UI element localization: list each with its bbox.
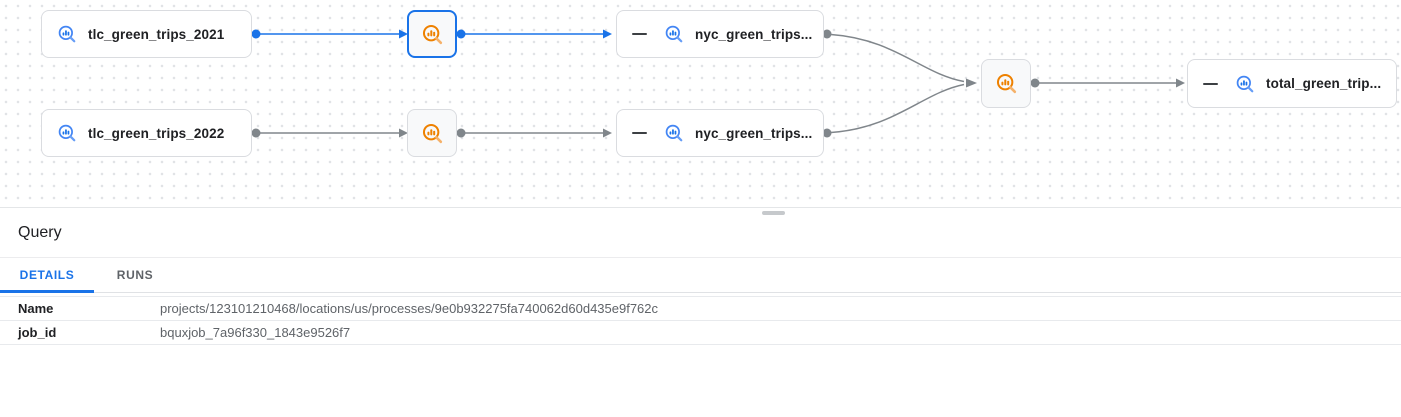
collapse-icon[interactable] <box>632 132 647 134</box>
collapse-icon[interactable] <box>1203 82 1218 85</box>
details-panel: Query DETAILS RUNS Name projects/1231012… <box>0 208 1401 417</box>
detail-value: projects/123101210468/locations/us/proce… <box>160 301 659 316</box>
detail-label: Name <box>18 301 54 316</box>
node-process-job-2[interactable] <box>407 109 457 157</box>
node-tlc-green-trips-2021[interactable]: tlc_green_trips_2021 <box>41 10 252 58</box>
bigquery-process-icon <box>422 24 442 44</box>
bigquery-table-icon <box>1236 75 1254 92</box>
node-nyc-green-trips-2022[interactable]: nyc_green_trips... <box>616 109 824 157</box>
bigquery-table-icon <box>58 25 76 43</box>
detail-row-job-id: job_id bquxjob_7a96f330_1843e9526f7 <box>0 321 1401 345</box>
detail-row-name: Name projects/123101210468/locations/us/… <box>0 296 1401 321</box>
node-process-job-1[interactable] <box>407 10 457 58</box>
detail-value: bquxjob_7a96f330_1843e9526f7 <box>160 325 351 340</box>
node-tlc-green-trips-2022[interactable]: tlc_green_trips_2022 <box>41 109 252 157</box>
lineage-edges <box>251 29 1185 138</box>
node-label: nyc_green_trips... <box>695 26 813 42</box>
node-label: tlc_green_trips_2021 <box>88 26 225 42</box>
bigquery-table-icon <box>665 25 683 43</box>
bigquery-process-icon <box>996 73 1016 94</box>
collapse-icon[interactable] <box>632 33 647 35</box>
bigquery-process-icon <box>422 123 442 143</box>
panel-header: Query <box>0 208 1401 258</box>
bigquery-table-icon <box>665 124 683 142</box>
tab-details[interactable]: DETAILS <box>0 258 94 293</box>
tab-runs[interactable]: RUNS <box>116 268 154 282</box>
node-nyc-green-trips-2021[interactable]: nyc_green_trips... <box>616 10 824 58</box>
node-total-green-trips[interactable]: total_green_trip... <box>1187 59 1397 108</box>
tab-bar: DETAILS RUNS <box>0 258 1401 293</box>
panel-resize-handle[interactable] <box>762 211 785 215</box>
lineage-graph[interactable]: tlc_green_trips_2021 tlc_green_trips_202… <box>0 0 1401 208</box>
node-label: total_green_trip... <box>1266 76 1382 91</box>
panel-title: Query <box>18 223 62 241</box>
detail-label: job_id <box>18 325 57 340</box>
node-label: nyc_green_trips... <box>695 125 813 141</box>
bigquery-table-icon <box>58 124 76 142</box>
node-label: tlc_green_trips_2022 <box>88 125 225 141</box>
details-table: Name projects/123101210468/locations/us/… <box>0 296 1401 345</box>
node-process-job-3[interactable] <box>981 59 1031 108</box>
